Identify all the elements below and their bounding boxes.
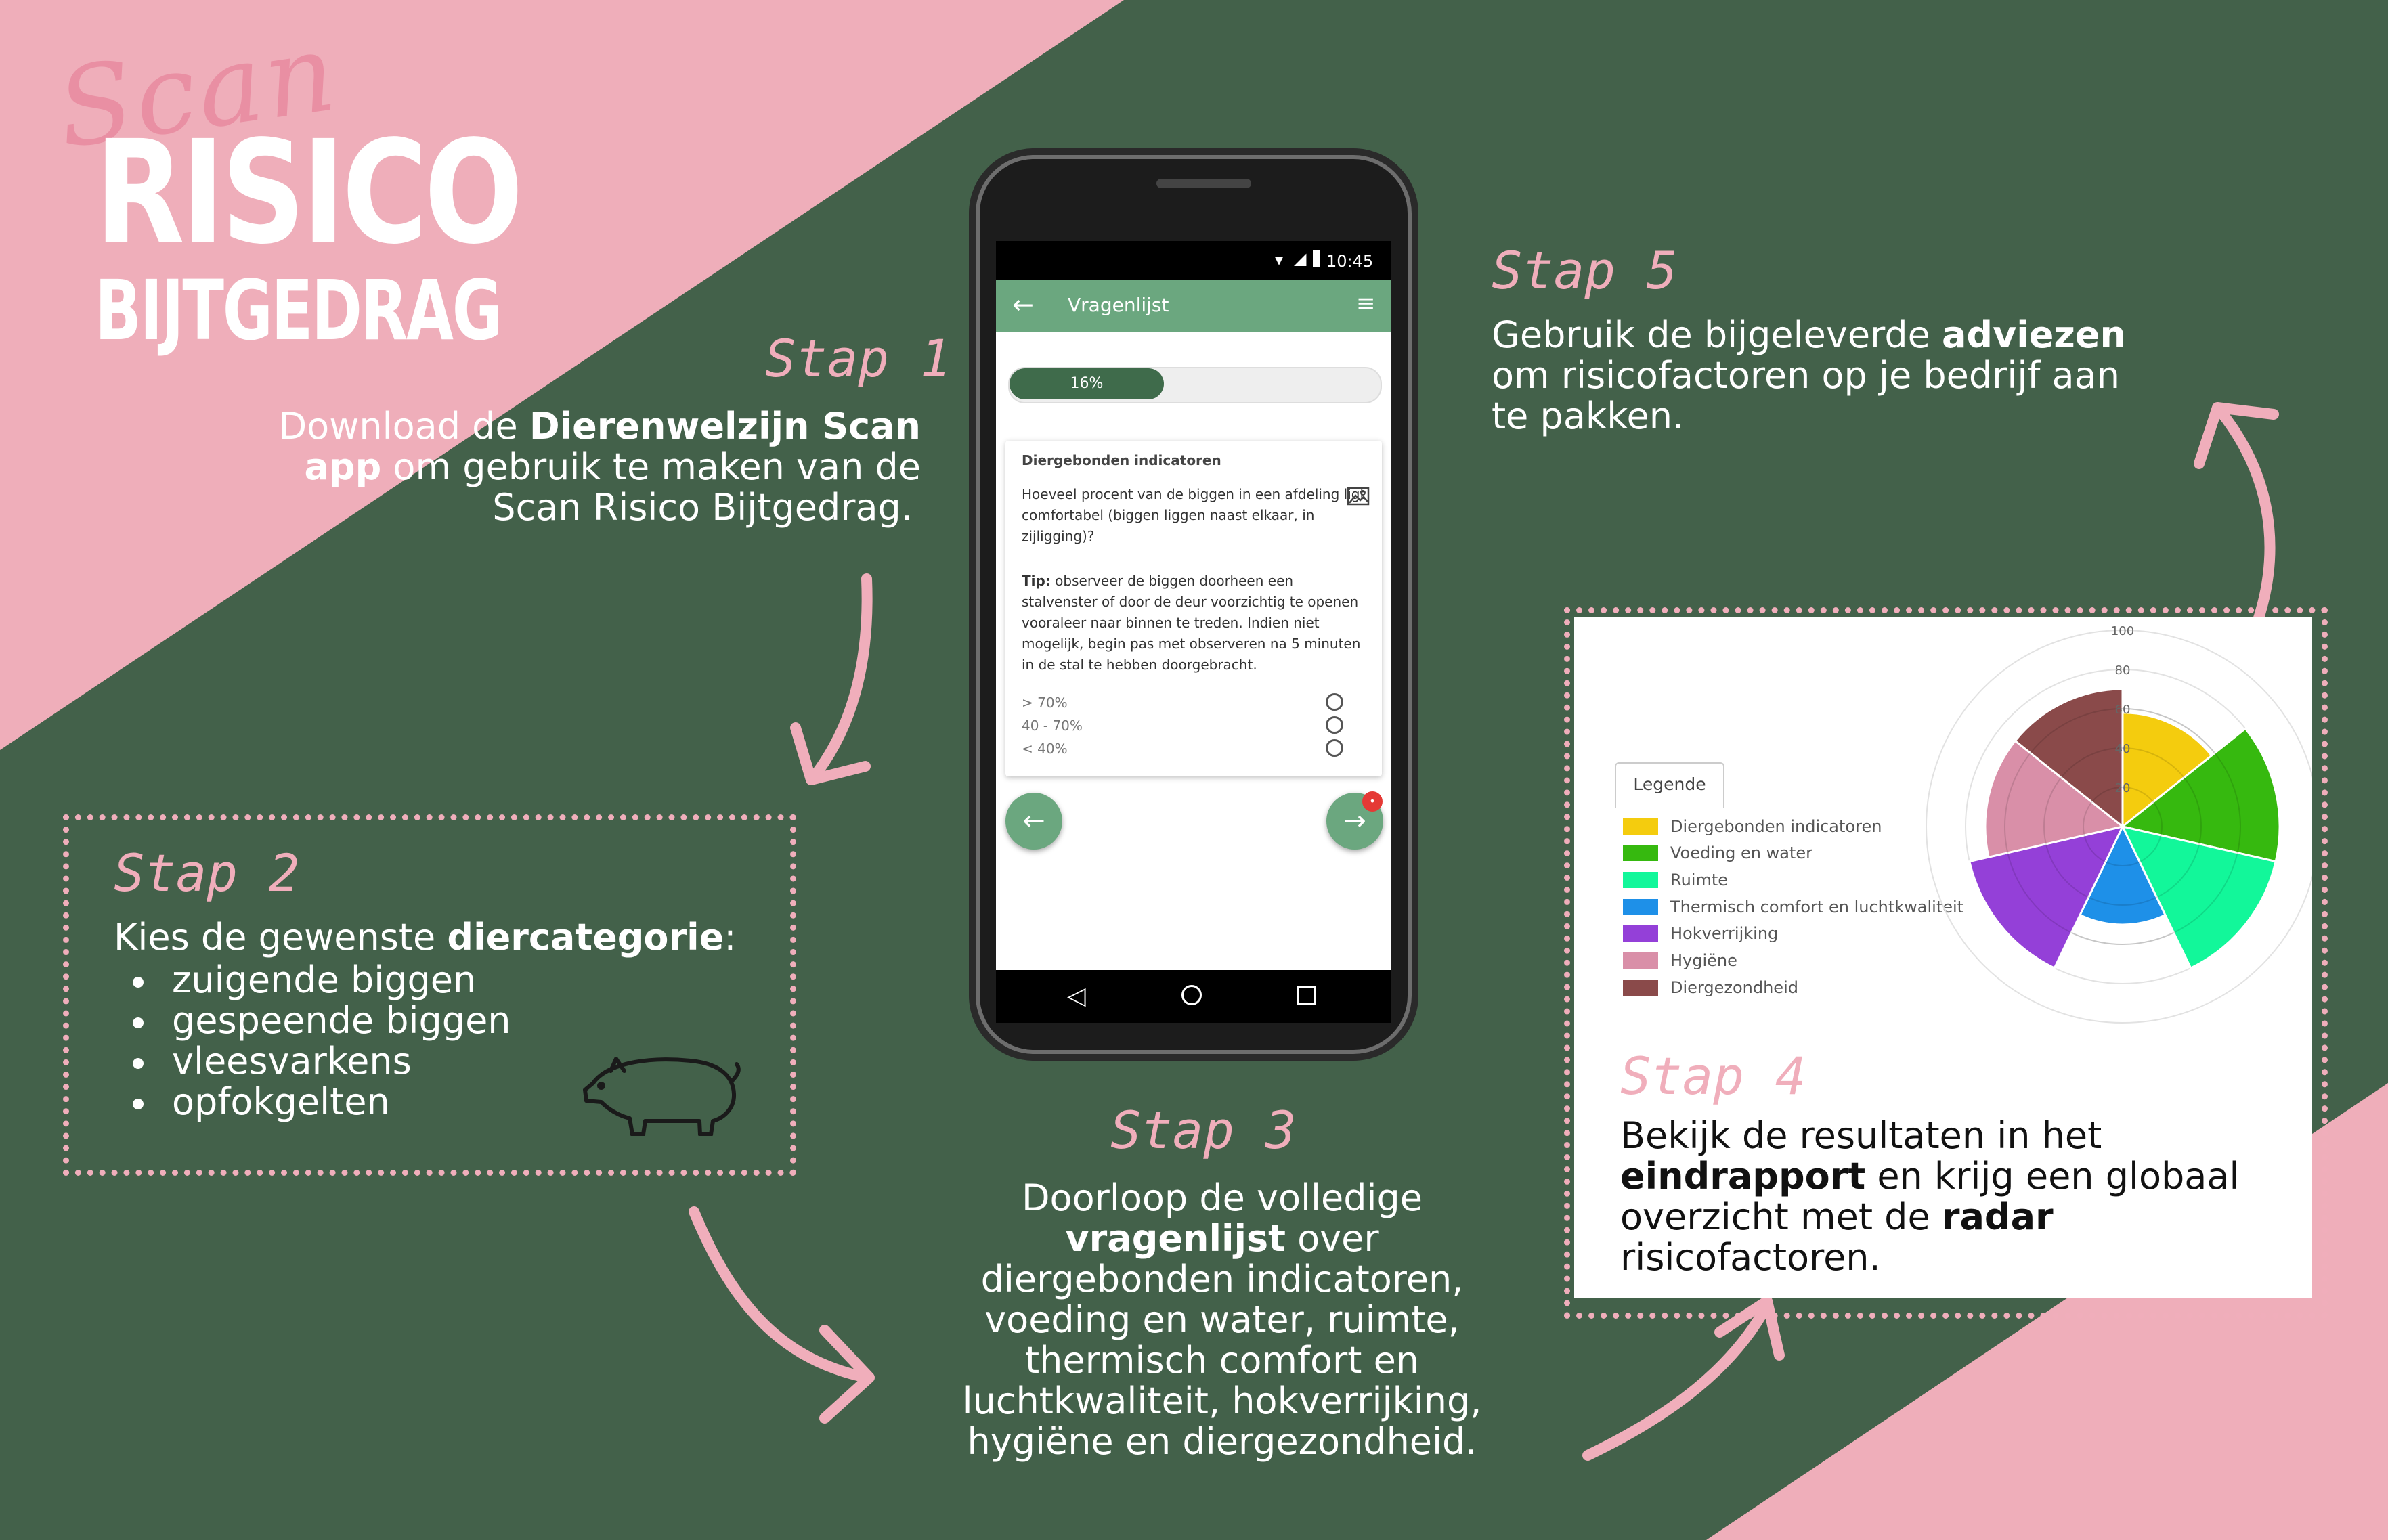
step4-text: Bekijk de resultaten in het eindrapport … [1620,1114,2240,1279]
arrow-left-icon: ← [1022,806,1045,837]
step1-line: Download de Dierenwelzijn Scan [278,405,921,447]
radar-tick-label: 20 [2115,781,2131,795]
radar-tick-label: 80 [2115,663,2131,678]
arrow-step3-to-4-head [1714,1296,1785,1361]
phone-speaker [1156,179,1251,188]
radar-segment[interactable] [2079,824,2167,926]
list-item: zuigende biggen [114,960,511,1000]
question-line: Hoeveel procent van de biggen in een afd… [1022,486,1366,502]
arrow-step4-to-5-head [2194,402,2279,469]
step1-line: app om gebruik te maken van de [304,445,921,488]
tip-line: stalvenster of door de deur voorzichtig … [1022,594,1359,610]
arrow-step3-to-4 [1582,1300,1773,1461]
radar-tick-label: 40 [2115,742,2131,756]
back-arrow-icon[interactable]: ← [1012,290,1034,320]
app-bar: ← Vragenlijst ≡ [996,280,1391,332]
progress-fill: 16% [1010,368,1164,399]
pig-icon [583,1057,741,1136]
option-radio[interactable] [1326,739,1343,757]
grid-circle [1926,630,2312,1024]
option-label: > 70% [1022,695,1068,711]
grid-circle [2043,747,2202,906]
step2-title: Stap 2 [114,843,300,903]
arrow-step1-to-2 [807,573,873,784]
logo-bijtgedrag: BIJTGEDRAG [95,263,502,359]
step2-box [63,814,796,1176]
arrow-step2-to-3 [689,1206,872,1383]
battery-icon [1313,250,1320,267]
arrow-step2-to-3-head [819,1325,875,1424]
step5-title: Stap 5 [1492,240,1678,301]
step3-text: Doorloop de volledige vragenlijst over d… [962,1176,1482,1463]
category-list: zuigende biggen gespeende biggen vleesva… [114,960,511,1122]
radar-segment[interactable] [1984,739,2125,858]
logo-risico: RISICO [95,110,523,276]
image-icon[interactable] [1347,487,1370,506]
list-item: opfokgelten [114,1082,511,1122]
option-label: < 40% [1022,741,1068,757]
step1-text: Download de Dierenwelzijn Scan app om ge… [244,406,921,528]
grid-circle [2083,787,2163,866]
step1-line: Scan Risico Bijtgedrag. [492,486,913,529]
signal-icon: ◢ [1294,249,1307,268]
option-radio[interactable] [1326,693,1343,711]
arrow-step1-to-2-head [790,722,871,785]
radar-tick-label: 100 [2111,624,2134,638]
nav-back-icon[interactable]: ◁ [1067,982,1086,1010]
question-line: zijligging)? [1022,528,1095,544]
question-category: Diergebonden indicatoren [1022,452,1221,468]
radar-segment[interactable] [2121,824,2277,970]
tip-line: vooraleer naar binnen te treden. Indien … [1022,615,1320,631]
step4-box [1564,607,2328,1319]
grid-circle [2004,708,2241,945]
previous-button[interactable]: ← [1005,793,1062,850]
nav-home-icon[interactable] [1181,985,1202,1005]
progress-bar: 16% [1008,367,1382,403]
android-nav-bar: ◁ [996,970,1391,1023]
report-panel: Legende Diergebonden indicatoren Voeding… [1574,617,2312,1298]
phone-screen: ▾ ◢ 10:45 ← Vragenlijst ≡ 16% Diergebond… [996,241,1391,970]
question-card: Diergebonden indicatoren Hoeveel procent… [1005,441,1382,776]
option-label: 40 - 70% [1022,718,1083,734]
question-line: comfortabel (biggen liggen naast elkaar,… [1022,507,1315,523]
option-radio[interactable] [1326,716,1343,734]
radar-segment[interactable] [2120,727,2281,863]
radar-segment[interactable] [2121,711,2213,829]
step2-intro: Kies de gewenste diercategorie: [114,916,737,959]
notification-badge: • [1362,791,1383,812]
step1-title: Stap 1 [765,328,951,389]
tip-line: in de stal te hebben doorgebracht. [1022,657,1257,673]
arrow-right-icon: → [1343,806,1366,837]
radar-segment[interactable] [2014,688,2124,829]
tip-line: mogelijk, begin pas met observeren na 5 … [1022,636,1361,652]
app-title: Vragenlijst [1068,294,1169,316]
list-item: vleesvarkens [114,1041,511,1082]
step3-title: Stap 3 [1110,1100,1297,1160]
radar-chart: 20 40 60 80 100 [1926,624,2312,1024]
legend-tab[interactable]: Legende [1615,762,1724,808]
step4-title: Stap 4 [1620,1046,1806,1106]
status-time: 10:45 [1326,252,1374,271]
step5-text: Gebruik de bijgeleverde adviezen om risi… [1492,313,2126,437]
wifi-icon: ▾ [1275,250,1284,269]
pink-top-left-triangle [0,0,1124,750]
tip-line: Tip: observeer de biggen doorheen een [1022,573,1294,589]
radar-segment[interactable] [1968,824,2125,970]
menu-icon[interactable]: ≡ [1356,290,1376,317]
list-item: gespeende biggen [114,1000,511,1041]
nav-recents-icon[interactable] [1297,986,1316,1005]
radar-tick-label: 60 [2115,703,2131,717]
phone-mockup: ▾ ◢ 10:45 ← Vragenlijst ≡ 16% Diergebond… [976,155,1412,1054]
status-bar: ▾ ◢ 10:45 [996,241,1391,280]
